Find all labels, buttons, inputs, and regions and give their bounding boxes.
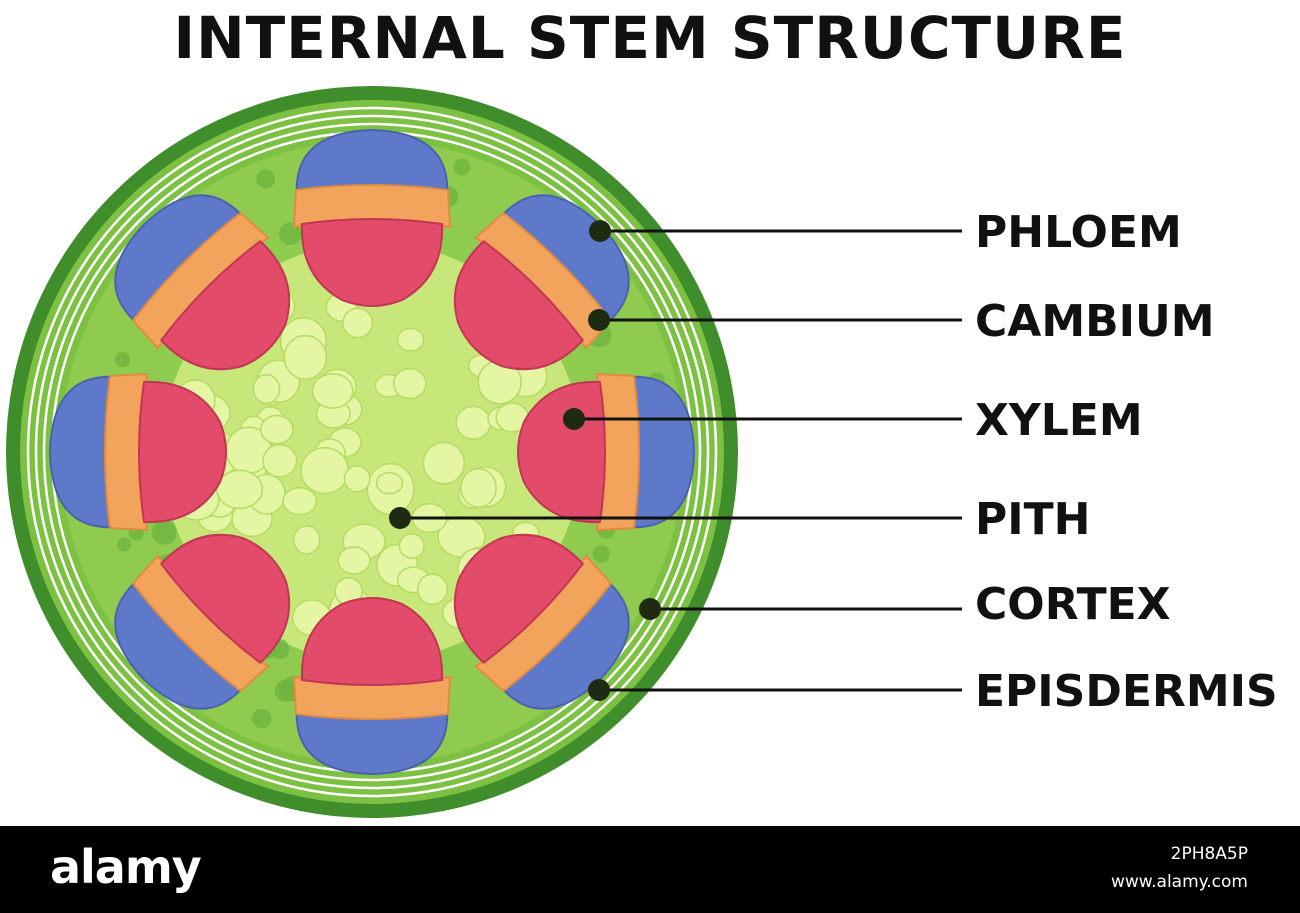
parenchyma-cell bbox=[278, 222, 302, 246]
label-leaders bbox=[389, 220, 962, 701]
diagram-title: INTERNAL STEM STRUCTURE bbox=[173, 4, 1127, 72]
pith-cell bbox=[416, 573, 449, 606]
cambium-label: CAMBIUM bbox=[975, 296, 1215, 347]
xylem-tissue bbox=[300, 597, 444, 686]
vascular-bundle bbox=[114, 533, 291, 710]
xylem-tissue bbox=[300, 218, 444, 307]
pith-cell bbox=[283, 334, 328, 380]
phloem-tissue bbox=[114, 577, 247, 710]
xylem-tissue bbox=[453, 239, 585, 371]
phloem-marker bbox=[589, 220, 611, 242]
epidermis-label: EPISDERMIS bbox=[975, 666, 1278, 717]
parenchyma-cell bbox=[117, 537, 132, 552]
pith-cell bbox=[398, 533, 425, 559]
phloem-tissue bbox=[295, 128, 449, 198]
pith-cell bbox=[396, 327, 425, 352]
parenchyma-cell bbox=[592, 545, 610, 563]
vascular-bundle bbox=[292, 597, 452, 776]
xylem-tissue bbox=[159, 239, 291, 371]
image-id: 2PH8A5P bbox=[1170, 844, 1248, 864]
pith-cell bbox=[300, 447, 350, 495]
parenchyma-cell bbox=[114, 351, 131, 368]
phloem-tissue bbox=[626, 375, 696, 529]
pith-cell bbox=[293, 525, 321, 555]
xylem-label: XYLEM bbox=[975, 395, 1143, 446]
phloem-tissue bbox=[114, 194, 247, 327]
pith-label: PITH bbox=[975, 494, 1090, 545]
label-group: PHLOEM CAMBIUM XYLEM PITH CORTEX EPISDERMIS bbox=[975, 207, 1278, 717]
cortex-marker bbox=[639, 598, 661, 620]
pith-cell bbox=[343, 465, 371, 493]
pith-cell bbox=[422, 441, 466, 485]
footer-bar: alamy 2PH8A5P www.alamy.com bbox=[0, 826, 1300, 913]
pith-cell bbox=[311, 373, 354, 409]
pith-cell bbox=[337, 546, 371, 575]
pith-cell bbox=[392, 367, 427, 400]
pith-cell bbox=[460, 467, 497, 508]
pith-cell bbox=[216, 469, 264, 510]
parenchyma-cell bbox=[151, 520, 177, 545]
cambium-marker bbox=[588, 309, 610, 331]
phloem-tissue bbox=[48, 375, 118, 529]
xylem-tissue bbox=[453, 533, 585, 665]
pith-marker bbox=[389, 507, 411, 529]
alamy-logo: alamy bbox=[50, 840, 202, 894]
cortex-label: CORTEX bbox=[975, 579, 1171, 630]
stem-cross-section-diagram: PHLOEM CAMBIUM XYLEM PITH CORTEX EPISDERMIS bbox=[6, 86, 1278, 818]
xylem-marker bbox=[563, 408, 585, 430]
vascular-bundle bbox=[292, 128, 452, 307]
parenchyma-cell bbox=[453, 158, 471, 176]
vascular-bundle bbox=[517, 372, 696, 532]
phloem-tissue bbox=[295, 706, 449, 776]
vascular-bundle bbox=[48, 372, 227, 532]
pith-cell bbox=[342, 307, 374, 339]
image-url: www.alamy.com bbox=[1110, 872, 1248, 892]
pith-cell bbox=[262, 444, 298, 478]
pith-cell bbox=[282, 486, 318, 516]
xylem-tissue bbox=[138, 380, 227, 524]
parenchyma-cell bbox=[251, 708, 272, 729]
pith-cell bbox=[455, 405, 492, 440]
pith-cell bbox=[252, 373, 281, 405]
vascular-bundle bbox=[453, 533, 630, 710]
phloem-label: PHLOEM bbox=[975, 207, 1182, 258]
parenchyma-cell bbox=[256, 169, 276, 189]
pith-cell bbox=[259, 414, 294, 445]
pith-cell bbox=[375, 471, 404, 495]
epidermis-marker bbox=[588, 679, 610, 701]
xylem-tissue bbox=[159, 533, 291, 665]
vascular-bundle bbox=[114, 194, 291, 371]
